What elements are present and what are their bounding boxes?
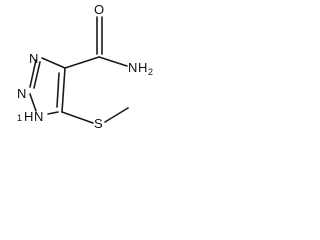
atom-n-top: N [29, 51, 38, 66]
bond-n-n-double-a [29, 59, 37, 88]
atom-nh-prefix: 1 [17, 113, 22, 123]
atom-carbonyl-o: O [94, 2, 104, 17]
bond-s-ch3 [104, 107, 129, 123]
triazole-carboxamide-structure: N N 1 H N O N H 2 S [17, 2, 153, 131]
bond-c5-s [61, 111, 94, 124]
bond-carbonyl-n [98, 56, 128, 67]
atom-amide-n: N [128, 60, 137, 75]
bond-nh-c5 [47, 111, 59, 115]
bond-c4-n [41, 57, 66, 69]
bond-n-n-double-b [33, 61, 41, 89]
atom-sulfur: S [94, 116, 103, 131]
bond-c5-c4 [61, 67, 66, 113]
atom-h-ring: H [24, 109, 33, 124]
bond-c5-c4-inner [56, 72, 60, 108]
atom-n-mid: N [17, 86, 26, 101]
atom-amide-h: H [138, 60, 147, 75]
atom-nh-ring: N [34, 109, 43, 124]
atom-amide-h-sub: 2 [148, 67, 153, 77]
bond-n-nh [29, 93, 37, 112]
bond-c4-carbonyl [64, 56, 100, 69]
